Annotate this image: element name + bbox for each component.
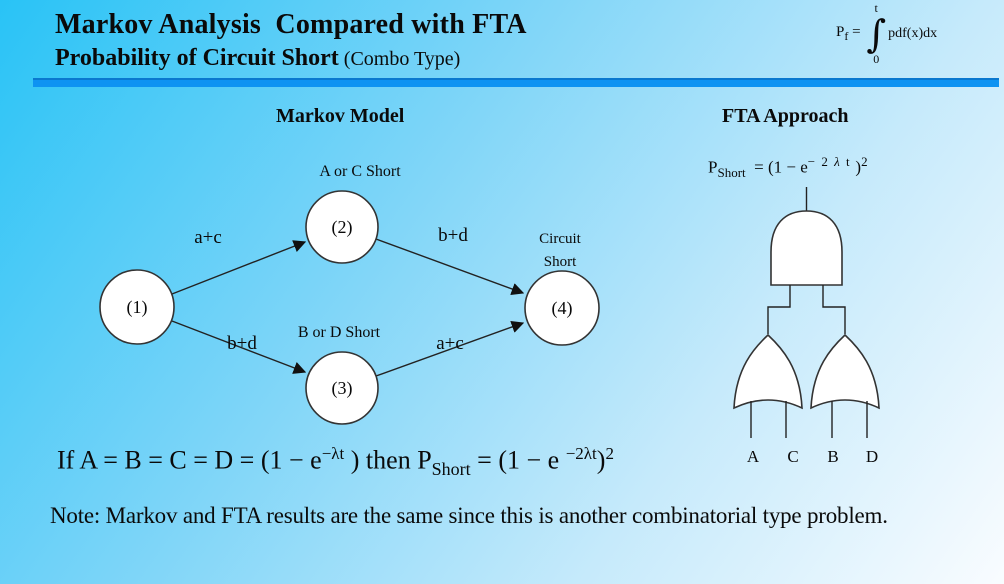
or-gate-left-icon: [733, 333, 803, 410]
state-1-label: (1): [127, 297, 148, 318]
fta-approach-heading: FTA Approach: [722, 105, 849, 127]
transition-arrow-3-4: [375, 320, 525, 377]
fta-pshort-formula: PShort = (1 − e− 2 λ t )2: [708, 154, 870, 181]
combined-result-equation: If A = B = C = D = (1 − e−λt ) then PSho…: [57, 444, 614, 479]
state-3-circle: [305, 351, 379, 425]
and-to-right-or-connector: [822, 285, 846, 334]
input-label-c: C: [787, 447, 798, 466]
state-4-annotation-line2: Short: [544, 254, 577, 270]
state-3-label: (3): [332, 378, 353, 399]
transition-arrow-1-3: [171, 320, 307, 374]
input-label-a: A: [747, 447, 760, 466]
transition-label-1-2: a+c: [194, 227, 222, 248]
transition-arrow-1-2: [171, 240, 307, 295]
state-3-annotation: B or D Short: [298, 324, 381, 341]
integral-lower-limit: 0: [873, 52, 880, 66]
integral-sign: t ∫ 0: [866, 2, 886, 66]
transition-label-1-3: b+d: [227, 333, 257, 354]
note-text: Note: Markov and FTA results are the sam…: [50, 503, 888, 528]
state-4-label: (4): [552, 298, 573, 319]
pf-integral-formula: Pf = t ∫ 0 pdf(x)dx: [836, 2, 937, 66]
slide-subtitle: Probability of Circuit Short (Combo Type…: [55, 45, 527, 72]
state-2-circle: [305, 190, 379, 264]
slide-title: Markov Analysis Compared with FTA: [55, 9, 527, 40]
header-divider-rule: [33, 78, 999, 87]
transition-label-3-4: a+c: [436, 333, 464, 354]
transition-label-2-4: b+d: [438, 225, 468, 246]
markov-model-heading: Markov Model: [276, 105, 405, 127]
state-4-circle: [524, 270, 600, 346]
integral-glyph: ∫: [866, 12, 887, 56]
state-4-annotation-line1: Circuit: [539, 231, 581, 247]
markov-state-diagram: (1) (2) (3) (4) a+c b+d b+d a+c A or C S…: [99, 163, 600, 425]
fault-tree-diagram: A C B D: [733, 187, 880, 466]
pf-integrand: pdf(x)dx: [888, 26, 938, 41]
state-2-annotation: A or C Short: [319, 163, 401, 180]
integral-upper-limit: t: [874, 1, 878, 15]
state-2-label: (2): [332, 217, 353, 238]
subtitle-bold: Probability of Circuit Short: [55, 45, 339, 71]
transition-arrow-2-4: [375, 238, 525, 296]
and-to-left-or-connector: [767, 285, 791, 334]
input-label-b: B: [827, 447, 838, 466]
state-1-circle: [99, 269, 175, 345]
and-gate-icon: [770, 210, 843, 286]
or-gate-right-icon: [810, 333, 880, 410]
input-label-d: D: [866, 447, 878, 466]
pf-symbol: Pf =: [836, 24, 865, 43]
subtitle-qualifier: (Combo Type): [338, 48, 461, 70]
title-block: Markov Analysis Compared with FTA Probab…: [55, 8, 527, 72]
